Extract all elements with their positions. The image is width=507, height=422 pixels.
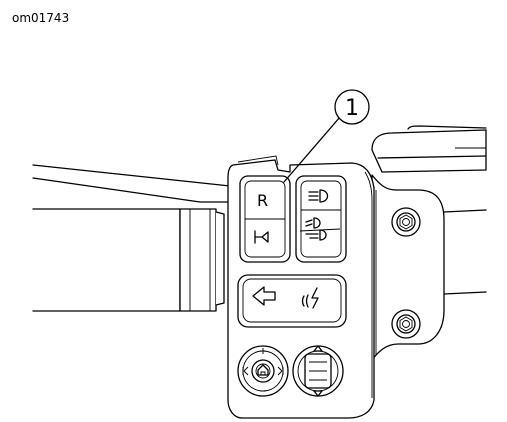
- low-beam-icon: [299, 217, 341, 241]
- callout-number: 1: [345, 96, 359, 121]
- left-turn-hazard-button[interactable]: [237, 274, 347, 328]
- next-track-icon: [277, 366, 284, 376]
- volume-up-icon: [260, 348, 266, 354]
- callout-1: 1: [283, 89, 370, 183]
- headlamp-dimmer-button[interactable]: [295, 175, 347, 263]
- left-arrow-icon: [252, 286, 276, 306]
- handlebar-clamp: [371, 174, 487, 361]
- cruise-up-arrow-icon: [313, 345, 323, 352]
- cruise-control-rocker[interactable]: [292, 345, 344, 397]
- upper-right-bar: [371, 125, 487, 173]
- upper-bolt-icon: [391, 207, 421, 237]
- high-beam-icon: [308, 189, 329, 203]
- prev-track-icon: [242, 366, 249, 376]
- figure-id: om01743: [12, 11, 70, 25]
- right-turn-label: R: [257, 191, 268, 210]
- left-upper-bar: [32, 164, 231, 203]
- handlebar-grip: [32, 208, 225, 312]
- cruise-down-arrow-icon: [313, 390, 323, 397]
- lower-bolt-icon: [391, 309, 421, 339]
- horn-icon: [254, 230, 269, 244]
- right-turn-horn-button[interactable]: R: [239, 175, 291, 263]
- home-icon: [257, 364, 269, 376]
- cruise-symbol-marks: [309, 361, 327, 381]
- joystick-controller[interactable]: [237, 345, 289, 397]
- hazard-icon: [301, 287, 319, 309]
